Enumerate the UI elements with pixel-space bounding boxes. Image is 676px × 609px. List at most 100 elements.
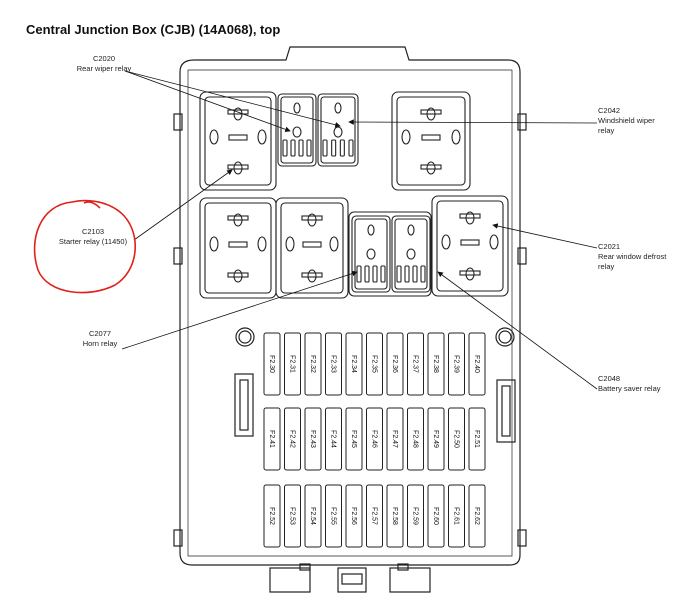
fuse-label: F2.33 [330,355,337,373]
callout-id: C2103 [81,227,105,236]
fuse-label: F2.47 [391,430,398,448]
relay-c2077-c2048-block [348,211,432,297]
callout-c2021: C2021 Rear window defrost relay [598,242,672,272]
fuse-F2-58: F2.58 [386,484,404,548]
fuse-label: F2.61 [453,507,460,525]
callout-c2077: C2077 Horn relay [70,329,130,349]
fuse-F2-37: F2.37 [407,332,424,396]
fuse-label: F2.51 [473,430,480,448]
fuse-F2-44: F2.44 [325,407,342,471]
fuse-F2-46: F2.46 [366,407,383,471]
fuse-F2-39: F2.39 [448,332,465,396]
fuse-F2-38: F2.38 [427,332,445,396]
fuse-label: F2.30 [268,355,275,373]
callout-c2103: C2103 Starter relay (11450) [48,227,138,247]
fuse-F2-59: F2.59 [407,484,424,548]
fuse-F2-45: F2.45 [345,407,363,471]
fuse-F2-53: F2.53 [284,484,301,548]
fuse-label: F2.49 [432,430,439,448]
fuse-label: F2.58 [391,507,398,525]
fuse-F2-62: F2.62 [468,484,486,548]
fuse-F2-47: F2.47 [386,407,404,471]
leader-c2020a [124,70,291,132]
fuse-label: F2.60 [432,507,439,525]
fuse-F2-32: F2.32 [304,332,322,396]
fuse-label: F2.54 [309,507,316,525]
callout-id: C2042 [598,106,621,115]
fuse-F2-42: F2.42 [284,407,301,471]
fuse-F2-50: F2.50 [448,407,465,471]
fuse-label: F2.48 [412,430,419,448]
callout-name: Starter relay (11450) [58,237,128,246]
leader-c2020b [124,70,341,128]
relay-mid-lower [275,197,349,299]
callout-name: Battery saver relay [598,384,661,393]
leader-c2021 [492,223,598,249]
relay-c2021 [431,195,509,297]
fuse-F2-31: F2.31 [284,332,301,396]
callout-id: C2021 [598,242,621,251]
relay-c2042 [391,91,471,191]
fuse-label: F2.52 [268,507,275,525]
relay-c2077 [351,215,391,293]
fuse-label: F2.42 [289,430,296,448]
relay-left-lower [199,197,277,299]
fuse-label: F2.62 [473,507,480,525]
fuse-label: F2.45 [350,430,357,448]
callout-id: C2077 [88,329,112,338]
fuse-F2-51: F2.51 [468,407,486,471]
fuse-label: F2.46 [371,430,378,448]
fuse-F2-60: F2.60 [427,484,445,548]
fuse-label: F2.53 [289,507,296,525]
fuse-F2-52: F2.52 [263,484,281,548]
fuse-label: F2.36 [391,355,398,373]
fuse-label: F2.50 [453,430,460,448]
fuse-F2-30: F2.30 [263,332,281,396]
relay-c2103 [199,91,277,191]
callout-name: Rear wiper relay [76,64,132,73]
fuse-label: F2.39 [453,355,460,373]
callout-id: C2048 [598,374,621,383]
leader-c2048 [437,271,598,390]
fuse-label: F2.38 [432,355,439,373]
fuse-F2-49: F2.49 [427,407,445,471]
page-title: Central Junction Box (CJB) (14A068), top [26,22,281,37]
fuse-label: F2.41 [268,430,275,448]
fuse-F2-55: F2.55 [325,484,342,548]
leader-c2042 [348,119,598,125]
fuse-label: F2.44 [330,430,337,448]
fuse-F2-48: F2.48 [407,407,424,471]
leader-lines [121,70,598,390]
fuse-F2-33: F2.33 [325,332,342,396]
fuse-F2-35: F2.35 [366,332,383,396]
fuse-label: F2.56 [350,507,357,525]
fuse-F2-54: F2.54 [304,484,322,548]
fuse-F2-57: F2.57 [366,484,383,548]
callout-name: Windshield wiper relay [598,116,655,135]
callout-c2042: C2042 Windshield wiper relay [598,106,672,136]
fuse-label: F2.31 [289,355,296,373]
fuse-label: F2.34 [350,355,357,373]
callout-c2048: C2048 Battery saver relay [598,374,672,394]
junction-box-housing [173,46,527,593]
relay-c2020 [277,93,317,167]
fuse-label: F2.43 [309,430,316,448]
fuse-F2-56: F2.56 [345,484,363,548]
fuse-F2-61: F2.61 [448,484,465,548]
leader-c2077 [121,270,358,350]
fuse-F2-40: F2.40 [468,332,486,396]
fuse-F2-41: F2.41 [263,407,281,471]
fuse-F2-34: F2.34 [345,332,363,396]
fuse-label: F2.59 [412,507,419,525]
callout-id: C2020 [92,54,116,63]
fuse-F2-43: F2.43 [304,407,322,471]
callout-c2020: C2020 Rear wiper relay [64,54,144,74]
fuse-label: F2.35 [371,355,378,373]
relay-c2042-inner [317,93,359,167]
highlight-circle [33,199,136,294]
relay-c2048 [391,215,431,293]
callout-name: Horn relay [82,339,118,348]
leader-c2103 [133,169,233,241]
callout-name: Rear window defrost relay [598,252,667,271]
